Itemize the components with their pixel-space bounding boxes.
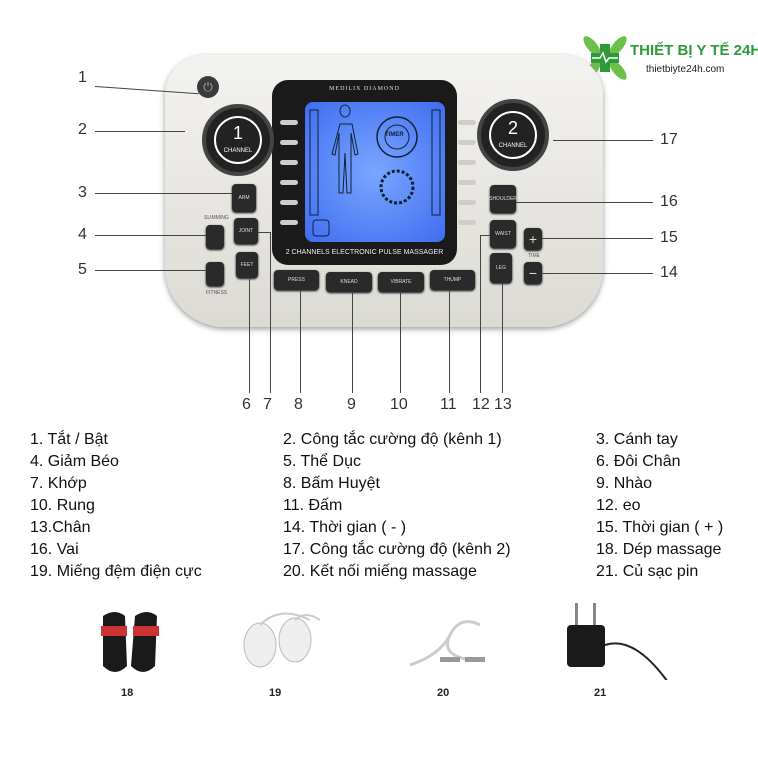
accessory-20-label: 20 (437, 687, 450, 699)
waist-button[interactable]: WAIST (490, 220, 516, 248)
time-label: TIME (528, 253, 540, 259)
lcd-screen: TIMER (305, 102, 445, 242)
legend-item: 19. Miếng đệm điện cực (30, 563, 202, 580)
callout-6: 6 (242, 396, 251, 413)
callout-16: 16 (660, 193, 678, 210)
legend-item: 5. Thể Dục (283, 453, 361, 470)
callout-12: 12 (472, 396, 490, 413)
logo-name: THIẾT BỊ Y TẾ 24H (630, 42, 758, 59)
legend-item: 8. Bấm Huyệt (283, 475, 380, 492)
knob-2-number: 2 (507, 118, 518, 138)
logo: THIẾT BỊ Y TẾ 24H thietbiyte24h.com (578, 30, 758, 90)
knob-2-label: CHANNEL (498, 143, 528, 149)
legend-item: 12. eo (596, 497, 641, 514)
callout-11: 11 (440, 396, 457, 413)
legend-item: 10. Rung (30, 497, 95, 514)
callout-5: 5 (78, 261, 87, 278)
legend-item: 21. Củ sạc pin (596, 563, 699, 580)
slimming-button[interactable] (206, 225, 224, 249)
legend-item: 15. Thời gian ( + ) (596, 519, 724, 536)
time-minus-button[interactable]: − (524, 262, 542, 284)
tagline: 2 CHANNELS ELECTRONIC PULSE MASSAGER (285, 249, 444, 256)
legend-item: 17. Công tắc cường độ (kênh 2) (283, 541, 511, 558)
accessory-18-label: 18 (121, 687, 134, 699)
callout-15: 15 (660, 229, 678, 246)
legend-item: 7. Khớp (30, 475, 87, 492)
shoulder-button[interactable]: SHOULDER (489, 185, 517, 213)
fitness-label: FITNESS (206, 290, 228, 296)
legend-item: 1. Tắt / Bật (30, 431, 108, 448)
legend-item: 11. Đấm (283, 497, 343, 514)
knob-1-label: CHANNEL (223, 148, 253, 154)
callout-4: 4 (78, 226, 87, 243)
massage-slippers-image (101, 612, 159, 672)
callout-13: 13 (494, 396, 512, 413)
connector-cable-image (409, 620, 485, 667)
body-figure-icon (331, 104, 359, 194)
legend-item: 6. Đôi Chân (596, 453, 681, 470)
legend-item: 9. Nhào (596, 475, 653, 492)
fitness-button[interactable] (206, 262, 224, 286)
slimming-label: SLIMMING (204, 215, 229, 221)
arm-button[interactable]: ARM (232, 184, 256, 212)
callout-7: 7 (263, 396, 272, 413)
feet-button[interactable]: FEET (236, 252, 258, 278)
legend-item: 16. Vai (30, 541, 79, 558)
legend-item: 20. Kết nối miếng massage (283, 563, 477, 580)
legend-item: 4. Giảm Béo (30, 453, 119, 470)
logo-url: thietbiyte24h.com (646, 64, 725, 75)
accessory-19-label: 19 (269, 687, 282, 699)
time-plus-button[interactable]: + (524, 228, 542, 250)
brand-label: MEDILIX DIAMOND (329, 86, 400, 92)
knead-button[interactable]: KNEAD (326, 272, 372, 292)
callout-3: 3 (78, 184, 87, 201)
leg-button[interactable]: LEG (490, 253, 512, 283)
charger-adapter-image (567, 603, 668, 680)
legend-item: 2. Công tắc cường độ (kênh 1) (283, 431, 502, 448)
callout-9: 9 (347, 396, 356, 413)
thump-button[interactable]: THUMP (430, 270, 475, 290)
accessory-21-label: 21 (594, 687, 607, 699)
electrode-pads-image (243, 612, 321, 668)
callout-17: 17 (660, 131, 678, 148)
callout-8: 8 (294, 396, 303, 413)
callout-10: 10 (390, 396, 408, 413)
vibrate-button[interactable]: VIBRATE (378, 272, 424, 292)
callout-14: 14 (660, 264, 678, 281)
legend-item: 14. Thời gian ( - ) (283, 519, 407, 536)
joint-button[interactable]: JOINT (234, 218, 258, 244)
timer-label: TIMER (385, 132, 404, 138)
knob-1-number: 1 (232, 123, 243, 143)
legend-item: 18. Dép massage (596, 541, 722, 558)
legend-item: 13.Chân (30, 519, 91, 536)
lcd-display (309, 104, 441, 237)
callout-2: 2 (78, 121, 87, 138)
power-button[interactable]: ⏻ (197, 76, 219, 98)
callout-1: 1 (78, 69, 87, 86)
press-button[interactable]: PRESS (274, 270, 319, 290)
legend-item: 3. Cánh tay (596, 431, 678, 448)
